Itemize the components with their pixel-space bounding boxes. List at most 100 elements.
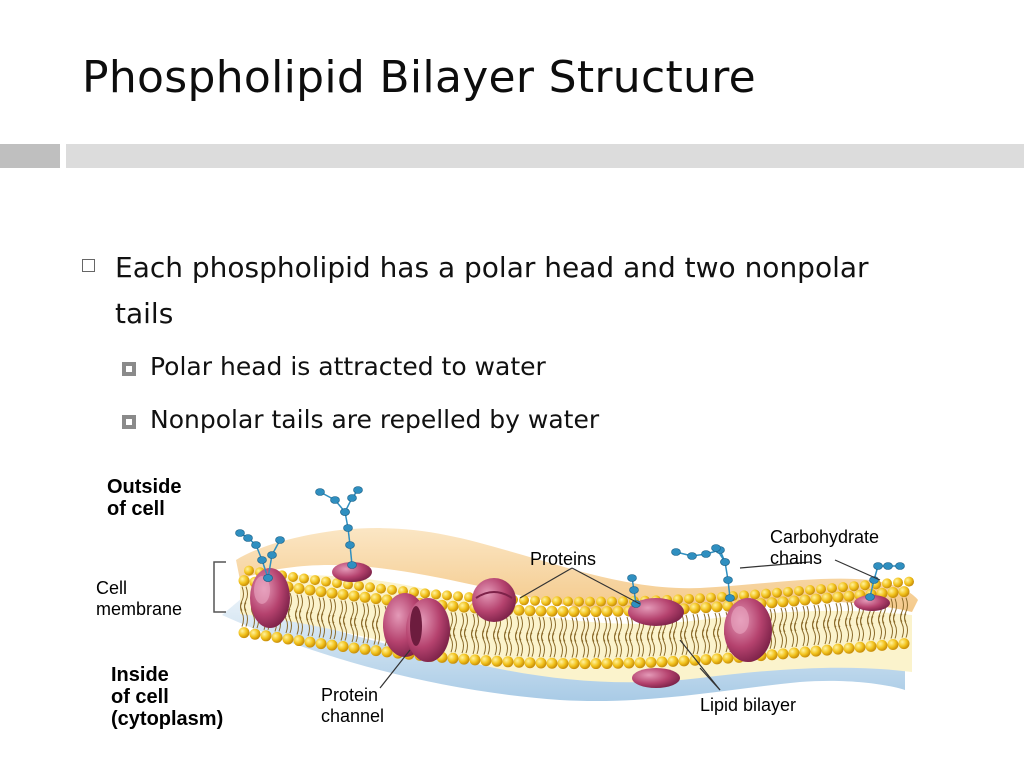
label-carbohydrate-chains: Carbohydrate chains (770, 527, 880, 568)
lipid-tail (834, 618, 838, 644)
lipid-head (612, 605, 624, 617)
lipid-head (601, 605, 613, 617)
lipid-head (348, 590, 360, 602)
lipid-tail (669, 631, 673, 656)
lipid-tail (607, 633, 611, 658)
lipid-head (590, 658, 602, 670)
carbohydrate-bead (671, 548, 681, 556)
lipid-head (799, 594, 811, 606)
lipid-tail (537, 632, 541, 658)
lipid-tail (295, 610, 299, 635)
protein-middle (628, 598, 684, 688)
protein-left (250, 568, 290, 628)
lipid-head (304, 636, 316, 648)
lipid-tail (860, 616, 864, 642)
label-cell-membrane: Cell membrane (96, 578, 183, 619)
lipid-head (882, 578, 892, 589)
lipid-head (673, 594, 683, 605)
lipid-head (717, 591, 727, 602)
carbohydrate-bead (330, 496, 340, 504)
lipid-head (821, 644, 833, 656)
lipid-tail (548, 632, 552, 658)
lipid-tail (794, 622, 798, 648)
lipid-head (843, 642, 855, 654)
lipid-head (568, 658, 580, 670)
lipid-tail (332, 614, 336, 640)
lipid-head (706, 592, 716, 603)
lipid-head (541, 596, 551, 607)
lipid-tail (614, 632, 618, 658)
lipid-head (898, 586, 910, 598)
lipid-head (519, 595, 529, 606)
lipid-head (794, 585, 804, 596)
lipid-head (827, 583, 837, 594)
lipid-head (607, 596, 617, 607)
lipid-tail (838, 618, 842, 644)
lipid-head (865, 640, 877, 652)
lipid-tail (585, 633, 589, 658)
label-lipid-bilayer: Lipid bilayer (700, 695, 797, 715)
lipid-tail (310, 611, 314, 637)
lipid-head (370, 645, 382, 657)
protein-surface-round (472, 578, 516, 622)
lipid-tail (779, 623, 783, 649)
lipid-head (893, 577, 903, 588)
lipid-head (447, 652, 459, 664)
lipid-head (761, 588, 771, 599)
protein-far-right (854, 595, 890, 611)
carbohydrate-bead (345, 541, 355, 549)
lipid-tail (581, 633, 585, 658)
lipid-head (656, 656, 668, 668)
carbohydrate-bead (629, 586, 639, 594)
lipid-tail (640, 632, 644, 657)
lipid-head (777, 596, 789, 608)
lipid-head (832, 591, 844, 603)
lipid-head (238, 575, 250, 587)
label-proteins: Proteins (530, 549, 597, 569)
lipid-tail (706, 629, 710, 654)
sub-bullet-2-text: Nonpolar tails are repelled by water (150, 405, 600, 434)
carbohydrate-bead (701, 550, 711, 558)
carbohydrate-bead (347, 561, 357, 569)
lipid-tail (882, 615, 886, 640)
lipid-tail (244, 602, 248, 627)
lipid-tail (365, 619, 369, 644)
lipid-tail (790, 622, 794, 648)
lipid-head (293, 635, 305, 647)
lipid-tail (603, 633, 607, 658)
lipid-tail (805, 621, 809, 647)
lipid-head (838, 582, 848, 593)
lipid-head (623, 657, 635, 669)
lipid-head (420, 588, 430, 599)
lipid-tail (823, 619, 827, 645)
carbohydrate-link (267, 554, 273, 579)
lipid-tail (530, 632, 534, 657)
lipid-head (700, 602, 712, 614)
lipid-tail (464, 628, 468, 654)
carbohydrate-bead (725, 594, 735, 602)
hollow-square-bullet-icon (82, 259, 95, 272)
bullet-main-text: Each phospholipid has a polar head and t… (115, 251, 869, 330)
square-bullet-icon (122, 415, 136, 429)
lipid-tail (328, 614, 332, 640)
lipid-head (260, 630, 272, 642)
lipid-tail (662, 631, 666, 657)
sub-bullet-1-text: Polar head is attracted to water (150, 352, 546, 381)
carbohydrate-bead (243, 534, 253, 542)
lipid-tail (552, 632, 556, 658)
carbohydrate-bead (883, 562, 893, 570)
carbohydrate-bead (687, 552, 697, 560)
lipid-tail (372, 620, 376, 645)
lipid-tail (350, 617, 354, 643)
lipid-head (524, 657, 536, 669)
lipid-head (766, 597, 778, 609)
carbohydrate-bead (275, 536, 285, 544)
lipid-tail (321, 613, 325, 638)
carbohydrate-bead (895, 562, 905, 570)
lipid-head (816, 584, 826, 595)
leader-lines (379, 559, 881, 691)
lipid-head (590, 606, 602, 618)
lipid-tail (812, 620, 816, 646)
lipid-tail (867, 616, 871, 641)
